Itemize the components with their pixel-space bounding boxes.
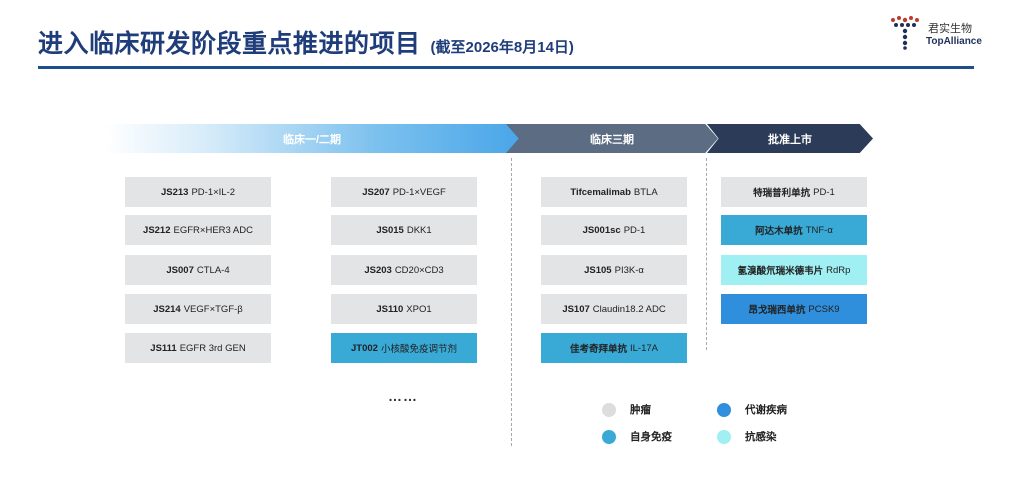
project-target: EGFR 3rd GEN [179, 342, 246, 354]
project-code: JS105 [584, 264, 612, 276]
logo-mark-icon [891, 16, 919, 50]
project-code: JS015 [376, 224, 404, 236]
phase-arrow-clinical-3: 临床三期 [506, 124, 718, 153]
project-code: 氢溴酸氘瑞米德韦片 [737, 266, 824, 277]
project-code: JS207 [362, 186, 390, 198]
phase-arrow-approved: 批准上市 [707, 124, 873, 153]
project-code: JS110 [376, 303, 404, 315]
project-target: CTLA-4 [196, 264, 230, 276]
project-code: JT002 [351, 342, 378, 354]
project-code: Tifcemalimab [570, 186, 631, 198]
separator-phase3-approved [706, 158, 707, 350]
project-target: EGFR×HER3 ADC [173, 224, 253, 236]
project-target: BTLA [633, 186, 658, 198]
title-divider [38, 66, 974, 69]
project-target: XPO1 [406, 303, 432, 315]
legend-dot-icon [717, 402, 731, 417]
phase-label: 临床一/二期 [282, 133, 342, 146]
project-target: PD-1 [623, 224, 646, 236]
project-code: 阿达木单抗 [755, 226, 803, 237]
project-code: JS203 [364, 264, 392, 276]
legend-label: 抗感染 [745, 431, 777, 443]
project-target: 小核酸免疫调节剂 [380, 344, 457, 355]
project-code: 佳考奇拜单抗 [569, 344, 627, 355]
phase-arrow-clinical-1-2: 临床一/二期 [104, 124, 520, 153]
project-code: JS001sc [582, 224, 621, 236]
phase-label: 临床三期 [590, 133, 634, 146]
project-target: DKK1 [406, 224, 432, 236]
legend-dot-icon [602, 429, 616, 444]
page-title: 进入临床研发阶段重点推进的项目 [38, 30, 421, 58]
legend-label: 肿瘤 [630, 404, 651, 416]
project-code: 特瑞普利单抗 [753, 188, 811, 199]
page-subtitle: (截至2026年8月14日) [430, 39, 574, 56]
legend-item-autoimmune: 自身免疫 [602, 429, 672, 444]
logo-name-cn: 君实生物 [928, 22, 972, 35]
project-code: JS214 [153, 303, 181, 315]
company-logo: 君实生物 TopAlliance [890, 16, 986, 52]
project-target: PI3K-α [614, 264, 644, 276]
legend-item-tumor: 肿瘤 [602, 402, 651, 417]
project-code: JS212 [143, 224, 171, 236]
project-code: JS111 [150, 342, 177, 354]
project-target: IL-17A [630, 342, 658, 354]
legend-dot-icon [602, 402, 616, 417]
legend-item-antiinfective: 抗感染 [717, 429, 777, 444]
project-code: JS213 [160, 186, 189, 198]
legend-label: 自身免疫 [630, 431, 672, 443]
project-code: 昂戈瑞西单抗 [748, 305, 806, 316]
project-target: PD-1×VEGF [392, 186, 446, 198]
phase-label: 批准上市 [768, 133, 812, 146]
project-target: Claudin18.2 ADC [592, 303, 666, 315]
project-target: TNF-α [805, 224, 833, 236]
project-target: VEGF×TGF-β [183, 303, 243, 315]
title-block: 进入临床研发阶段重点推进的项目 (截至2026年8月14日) [38, 24, 574, 60]
separator-phase1-phase3 [511, 158, 512, 446]
project-target: RdRp [826, 264, 851, 276]
project-target: PD-1×IL-2 [191, 186, 236, 198]
legend-dot-icon [717, 429, 731, 444]
legend-item-metabolic: 代谢疾病 [717, 402, 787, 417]
project-target: CD20×CD3 [394, 264, 444, 276]
more-projects-ellipsis: …… [388, 388, 418, 404]
project-target: PCSK9 [808, 303, 840, 315]
legend-label: 代谢疾病 [745, 404, 787, 416]
project-target: PD-1 [813, 186, 835, 198]
logo-name-en: TopAlliance [926, 36, 982, 47]
project-code: JS007 [166, 264, 194, 276]
project-code: JS107 [562, 303, 590, 315]
